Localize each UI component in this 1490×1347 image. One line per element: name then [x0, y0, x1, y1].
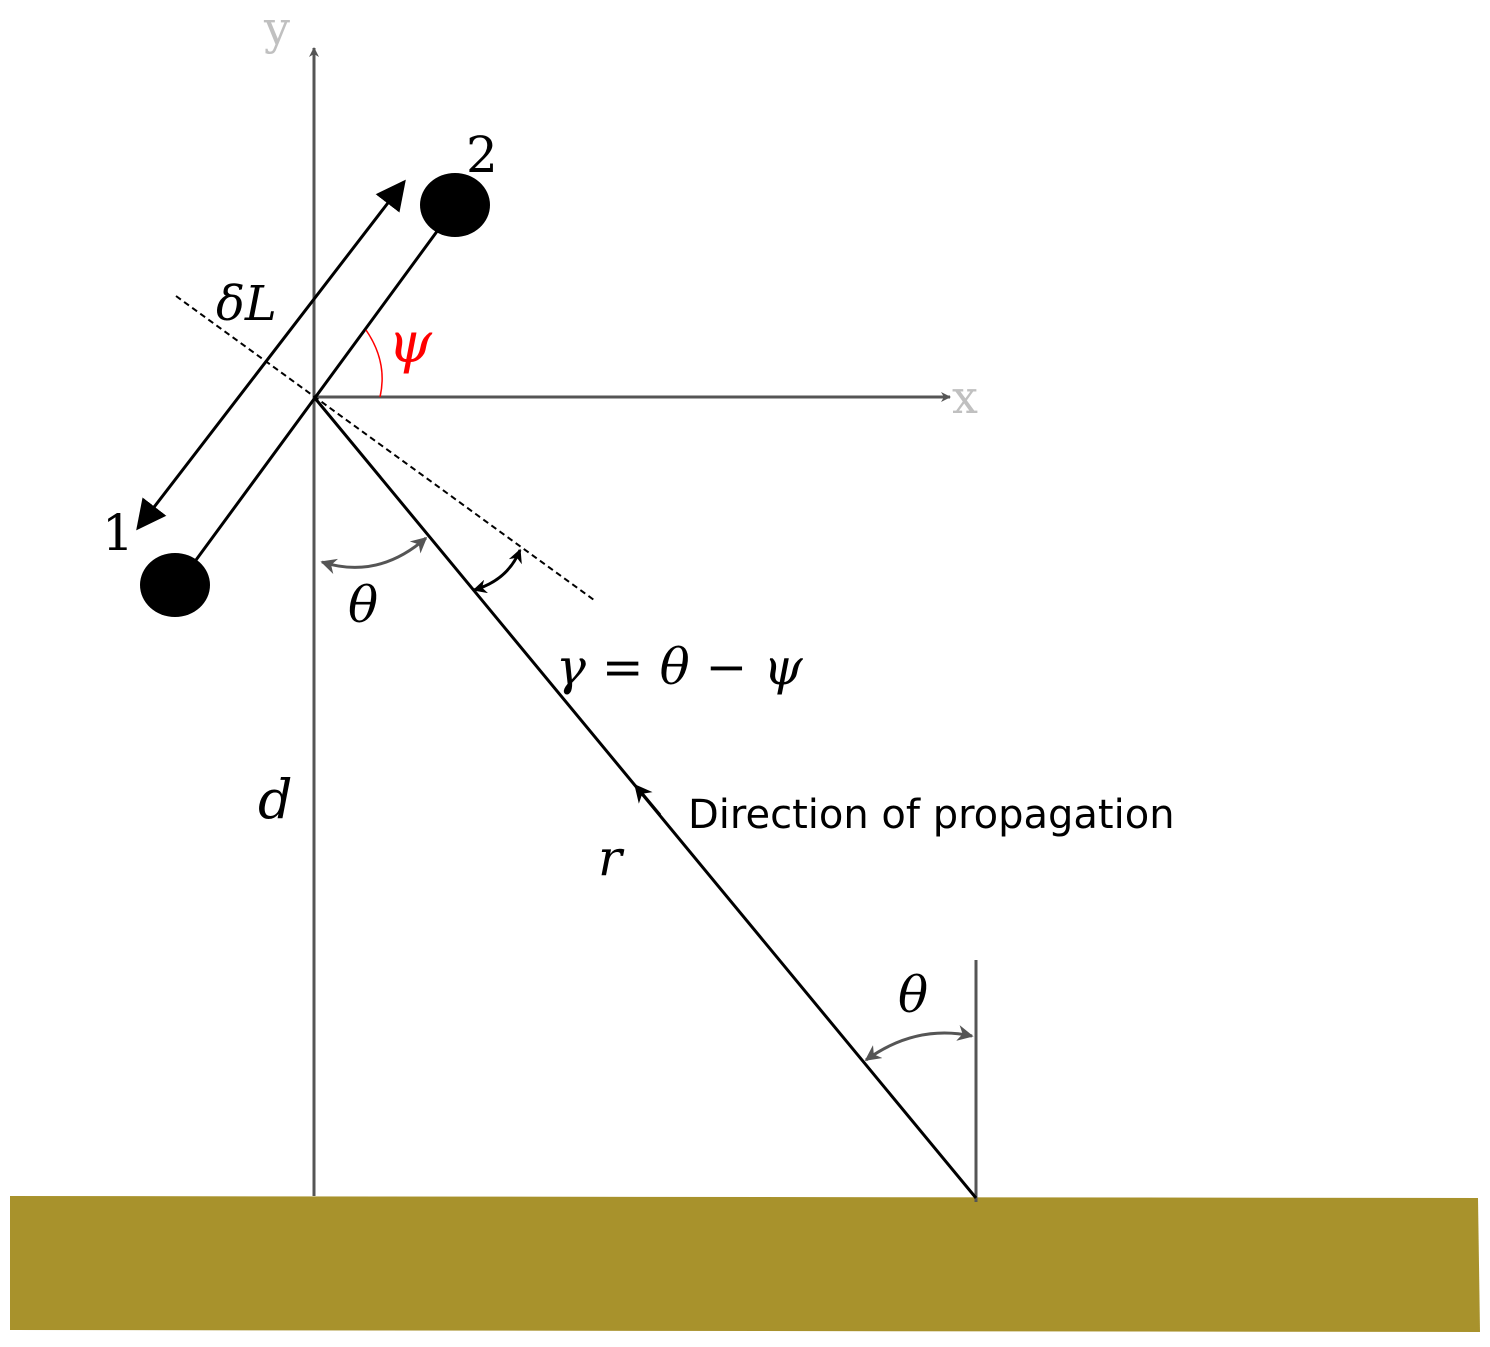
theta-angle-arc-top	[320, 536, 428, 575]
detector-2	[420, 173, 490, 237]
r-label: r	[598, 829, 625, 887]
detector-1	[140, 553, 210, 617]
gamma-equation-label: γ = θ − ψ	[556, 638, 803, 696]
delta-l-arrow	[136, 179, 406, 531]
theta-angle-arc-bottom	[864, 1025, 974, 1062]
psi-label: ψ	[388, 311, 433, 376]
delta-l-label: δL	[216, 276, 277, 332]
d-label: d	[258, 768, 293, 831]
detector-2-label: 2	[466, 126, 498, 184]
theta-label-bottom: θ	[898, 966, 928, 1024]
ground	[10, 1196, 1480, 1332]
detector-1-label: 1	[102, 504, 134, 562]
y-axis-label: y	[263, 1, 290, 55]
propagation-direction-arrow	[634, 784, 662, 816]
x-axis-label: x	[952, 370, 978, 424]
dashed-perpendicular-line	[175, 295, 595, 601]
gamma-angle-arc	[472, 548, 522, 594]
direction-of-propagation-label: Direction of propagation	[688, 792, 1175, 838]
theta-label-top: θ	[348, 576, 378, 634]
psi-angle-arc	[365, 329, 383, 398]
